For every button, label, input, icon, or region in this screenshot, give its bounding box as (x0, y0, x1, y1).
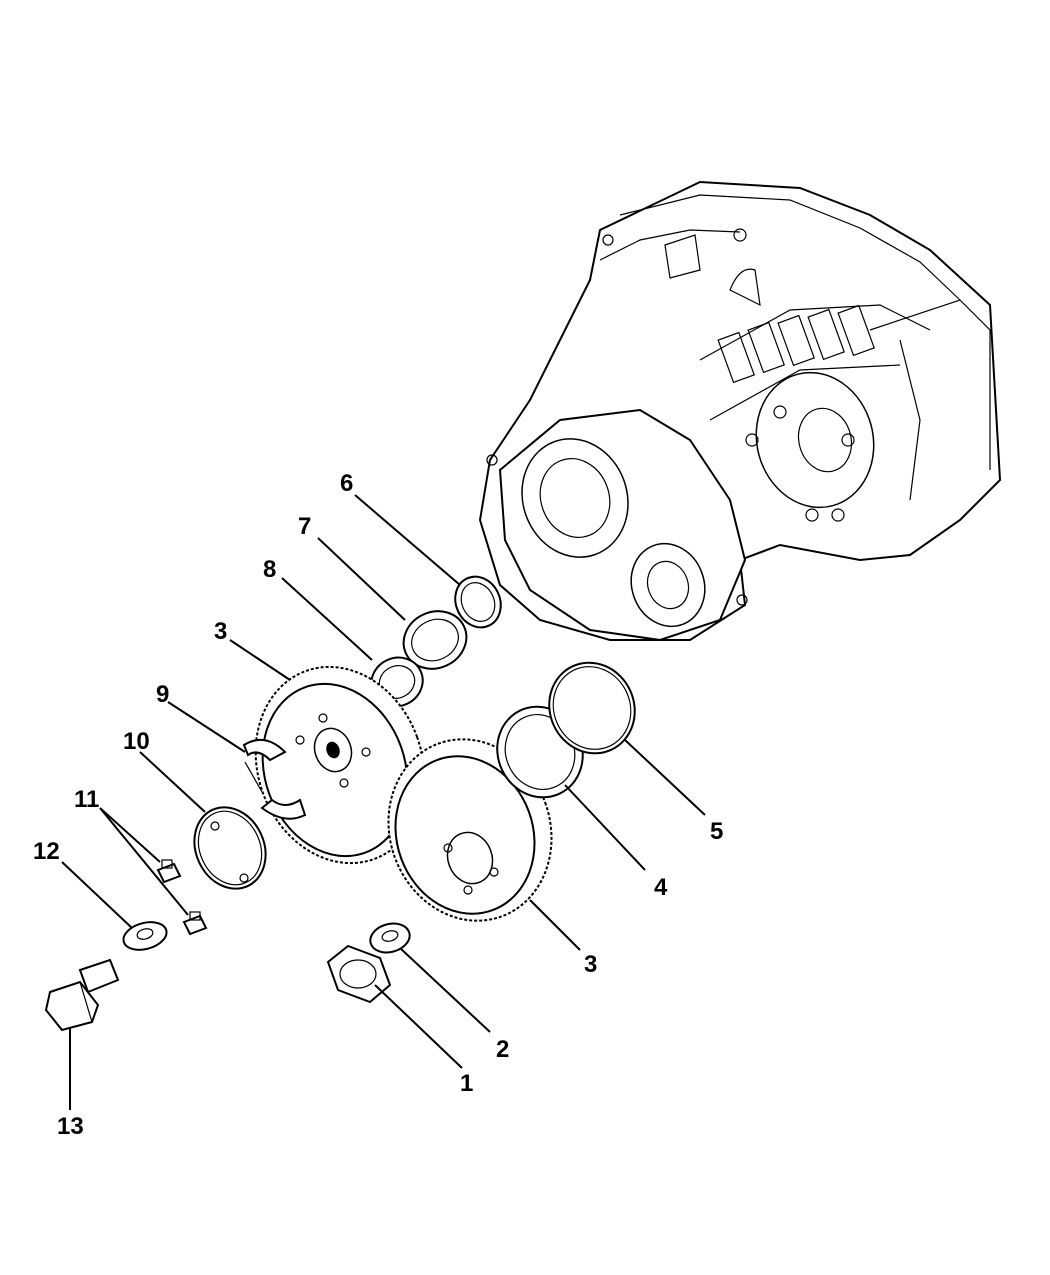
callout-13: 13 (57, 1113, 84, 1140)
part-12-washer (122, 921, 168, 951)
part-3-lower-gear (387, 738, 553, 922)
callout-6: 6 (340, 470, 354, 497)
callout-3-lower: 3 (584, 951, 598, 978)
part-2-washer (369, 922, 411, 954)
callout-4: 4 (654, 874, 668, 901)
part-9-thrust-washer (242, 738, 307, 820)
callout-1: 1 (460, 1070, 474, 1097)
callout-5: 5 (710, 818, 724, 845)
callout-12: 12 (33, 838, 60, 865)
transaxle-housing (478, 180, 1002, 642)
callout-3-upper: 3 (214, 618, 228, 645)
callout-9: 9 (156, 681, 170, 708)
part-13-hex-bolt (44, 958, 120, 1032)
part-1-nut (326, 944, 392, 1004)
part-10-snap-ring (193, 806, 267, 890)
callout-7: 7 (298, 513, 312, 540)
part-5-seal (548, 661, 636, 755)
valve-body (717, 304, 875, 384)
part-11-bolts (156, 859, 208, 936)
callout-10: 10 (123, 728, 150, 755)
part-6-seal (454, 575, 502, 629)
callout-8: 8 (263, 556, 277, 583)
callout-11: 11 (74, 786, 100, 813)
callout-2: 2 (496, 1036, 510, 1063)
part-7-bearing-cup (402, 610, 468, 670)
leader-lines (61, 494, 706, 1110)
